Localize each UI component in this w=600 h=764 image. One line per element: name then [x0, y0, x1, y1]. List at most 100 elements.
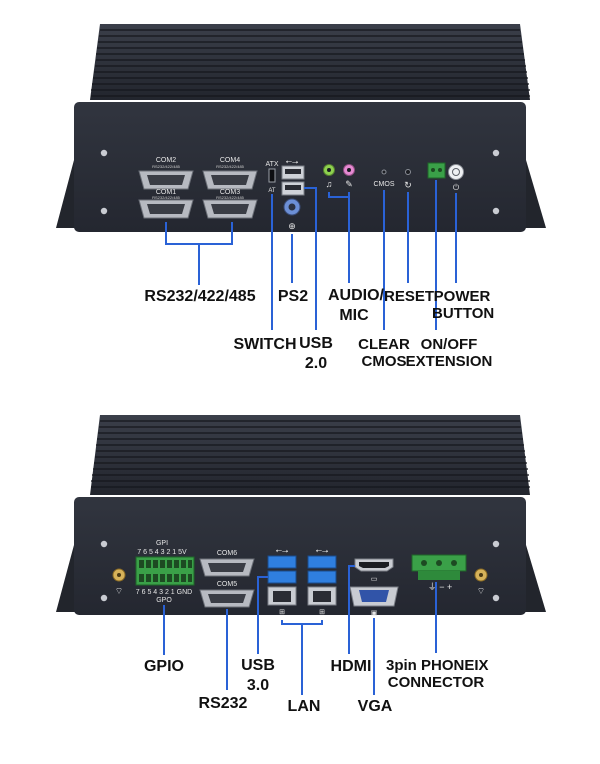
usb-icon: ⭠⭢	[316, 546, 329, 555]
reset-icon: ↻	[404, 180, 412, 190]
screw-icon	[492, 149, 500, 157]
screw-icon	[100, 594, 108, 602]
callout-usb30-line1: USB	[241, 657, 275, 674]
ground-plus-minus-icon: ⏚ − +	[428, 582, 453, 592]
db9-com1	[138, 199, 194, 219]
callout-usb30-line2: 3.0	[246, 677, 270, 694]
callout-usb30: USB 3.0	[238, 657, 278, 694]
usb3-port	[307, 555, 337, 569]
top-device: COM2 RS232/422/485 COM4 RS232/422/485 CO…	[56, 24, 546, 330]
com6-label: COM6	[217, 550, 237, 557]
gpi-label: GPI	[156, 540, 168, 547]
callout-phoenix-line2: CONNECTOR	[387, 674, 485, 691]
bottom-callout-lines	[163, 565, 437, 695]
gpo-label: GPO	[156, 597, 172, 604]
callout-usb20-line1: USB	[299, 335, 333, 352]
network-icon: ⊞	[279, 609, 285, 616]
db9-com2	[138, 170, 194, 190]
com1-sublabel: RS232/422/485	[152, 195, 181, 200]
usb-icon: ⭠⭢	[276, 546, 289, 555]
callout-line-usb30	[257, 576, 268, 654]
at-label: AT	[268, 188, 276, 194]
com4-label: COM4	[220, 157, 240, 164]
onoff-phoenix-connector	[427, 162, 446, 179]
com2-label: COM2	[156, 157, 176, 164]
ps2-mouse-icon: ⊕	[288, 221, 296, 231]
db9-com4	[202, 170, 258, 190]
cmos-clear-button	[381, 169, 387, 175]
callout-phoenix-line1: 3pin PHONEIX	[386, 657, 489, 674]
com2-sublabel: RS232/422/485	[152, 164, 181, 169]
callout-line-lan	[281, 620, 323, 625]
callout-rs232-422-485: RS232/422/485	[144, 288, 256, 305]
callout-usb20-line2: 2.0	[304, 355, 328, 372]
screw-icon	[100, 207, 108, 215]
power-button	[448, 164, 464, 180]
callout-audio-mic-line1: AUDIO/	[328, 287, 384, 304]
com3-label: COM3	[220, 189, 240, 196]
gpi-pin-labels: 7 6 5 4 3 2 1 5V	[137, 549, 187, 556]
bottom-fin-lines	[91, 420, 530, 488]
screw-icon	[100, 149, 108, 157]
microphone-icon: ✎	[345, 179, 353, 189]
db9-com6	[199, 558, 255, 577]
wifi-icon: ⌔	[115, 586, 123, 596]
callout-line-hdmi	[348, 565, 355, 654]
callout-clear-cmos: CLEAR CMOS	[358, 336, 410, 370]
top-fin-lines	[91, 29, 530, 97]
screw-icon	[492, 594, 500, 602]
callout-hdmi: HDMI	[330, 658, 372, 675]
callout-gpio: GPIO	[143, 658, 184, 675]
callout-reset: RESET	[384, 288, 435, 305]
screw-icon	[100, 540, 108, 548]
callout-ps2: PS2	[277, 288, 309, 305]
headphone-icon: ♫	[326, 179, 333, 189]
callout-audio-mic: AUDIO/ MIC	[328, 287, 384, 324]
cmos-label: CMOS	[374, 181, 395, 188]
wifi-icon: ⌔	[477, 586, 485, 596]
callout-line-usb20	[304, 187, 317, 330]
callout-power-button: POWER BUTTON	[432, 288, 495, 322]
callout-vga: VGA	[357, 698, 393, 715]
callout-power-button-line2: BUTTON	[432, 305, 495, 322]
screw-icon	[492, 207, 500, 215]
com5-label: COM5	[217, 581, 237, 588]
usb3-port	[267, 555, 297, 569]
com3-sublabel: RS232/422/485	[216, 195, 245, 200]
callout-clear-cmos-line1: CLEAR	[358, 336, 410, 353]
vga-port	[349, 586, 399, 607]
callout-lan: LAN	[287, 698, 321, 715]
callout-audio-mic-line2: MIC	[339, 307, 369, 324]
atx-at-switch	[268, 168, 276, 183]
usb3-port	[267, 570, 297, 584]
callout-rs232: RS232	[198, 695, 248, 712]
callout-onoff-line2: EXTENSION	[405, 353, 493, 370]
db9-com3	[202, 199, 258, 219]
gpo-pin-labels: 7 6 5 4 3 2 1 GND	[136, 589, 192, 596]
callout-clear-cmos-line2: CMOS	[361, 353, 407, 370]
bottom-device: ⌔ ⌔ GPI 7 6 5 4 3 2 1 5V 7 6 5 4 3 2 1 G…	[56, 415, 546, 695]
top-callout-lines	[165, 180, 457, 330]
callout-usb20: USB 2.0	[298, 335, 334, 372]
callout-phoenix-connector: 3pin PHONEIX CONNECTOR	[386, 657, 489, 691]
com1-label: COM1	[156, 189, 176, 196]
callout-power-button-line1: POWER	[433, 288, 491, 305]
network-icon: ⊞	[319, 609, 325, 616]
com4-sublabel: RS232/422/485	[216, 164, 245, 169]
usb-icon: ⭠⭢	[286, 157, 299, 166]
db9-com5	[199, 589, 255, 608]
usb3-port	[307, 570, 337, 584]
callout-switch: SWITCH	[233, 336, 297, 353]
top-heatsink	[90, 24, 530, 100]
atx-label: ATX	[265, 161, 278, 168]
monitor-icon: ▣	[371, 610, 378, 617]
hdmi-icon: ▭	[371, 576, 378, 583]
reset-button	[405, 169, 411, 175]
callout-onoff-line1: ON/OFF	[420, 336, 478, 353]
callout-onoff-extension: ON/OFF EXTENSION	[404, 336, 494, 370]
power-icon: ⏻	[453, 183, 460, 192]
screw-icon	[492, 540, 500, 548]
callout-line-audio	[328, 192, 350, 198]
